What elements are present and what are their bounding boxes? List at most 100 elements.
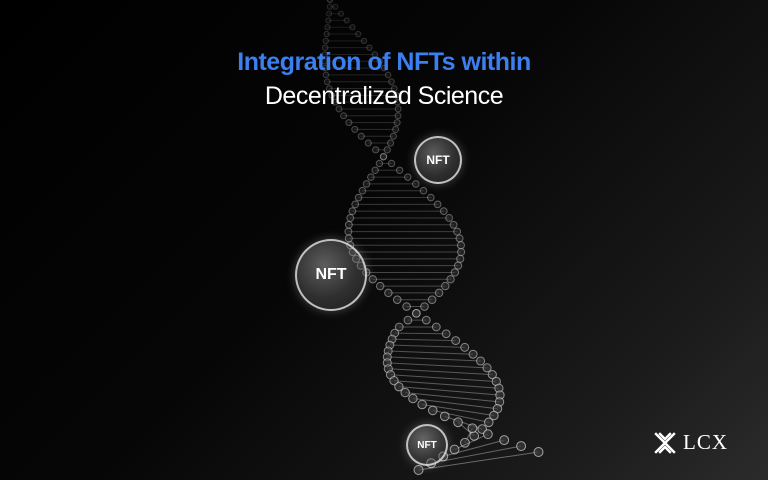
helix-bead bbox=[383, 146, 391, 154]
helix-bead bbox=[455, 234, 464, 243]
helix-bead bbox=[487, 370, 497, 380]
helix-bead bbox=[371, 166, 379, 175]
helix-bead bbox=[427, 405, 438, 416]
lcx-logo-icon bbox=[654, 431, 676, 454]
helix-bead bbox=[400, 387, 410, 398]
helix-rung bbox=[389, 344, 465, 348]
helix-bead bbox=[421, 315, 431, 325]
helix-bead bbox=[457, 247, 466, 257]
lcx-logo: LCX bbox=[653, 430, 728, 455]
helix-bead bbox=[445, 214, 454, 222]
helix-bead bbox=[460, 342, 470, 352]
helix-bead bbox=[355, 30, 362, 38]
helix-bead bbox=[460, 437, 470, 448]
helix-bead bbox=[368, 275, 378, 284]
helix-bead bbox=[450, 268, 460, 277]
helix-bead bbox=[322, 37, 329, 45]
helix-bead bbox=[431, 322, 441, 332]
helix-bead bbox=[325, 10, 333, 17]
helix-bead bbox=[345, 119, 353, 127]
helix-bead bbox=[390, 85, 398, 92]
helix-bead bbox=[384, 71, 392, 79]
helix-rung bbox=[394, 332, 447, 335]
helix-rung bbox=[405, 392, 500, 403]
helix-bead bbox=[366, 44, 373, 51]
helix-bead bbox=[360, 37, 368, 45]
helix-bead bbox=[354, 193, 363, 202]
helix-rung bbox=[390, 374, 497, 382]
helix-bead bbox=[456, 241, 465, 250]
helix-bead bbox=[441, 329, 451, 339]
helix-bead bbox=[375, 281, 385, 291]
helix-bead bbox=[451, 336, 461, 346]
helix-bead bbox=[427, 295, 437, 304]
helix-bead bbox=[393, 119, 401, 127]
helix-bead bbox=[439, 411, 450, 422]
helix-bead bbox=[413, 465, 424, 475]
helix-bead bbox=[411, 180, 420, 188]
helix-rung bbox=[388, 350, 474, 355]
helix-bead bbox=[404, 173, 412, 181]
helix-rung bbox=[412, 398, 498, 410]
helix-bead bbox=[392, 125, 400, 133]
helix-bead bbox=[394, 98, 402, 106]
helix-bead bbox=[476, 356, 486, 366]
helix-bead bbox=[324, 24, 331, 31]
helix-rung bbox=[443, 439, 505, 457]
helix-bead bbox=[321, 51, 329, 58]
helix-bead bbox=[323, 30, 330, 38]
helix-bead bbox=[344, 220, 353, 229]
helix-bead bbox=[533, 447, 544, 457]
helix-bead bbox=[499, 435, 510, 446]
helix-bead bbox=[326, 3, 333, 10]
helix-bead bbox=[419, 186, 428, 195]
helix-bead bbox=[441, 281, 450, 291]
helix-bead bbox=[408, 393, 418, 404]
helix-bead bbox=[340, 112, 348, 120]
helix-bead bbox=[328, 91, 336, 99]
helix-bead bbox=[358, 186, 367, 195]
helix-bead bbox=[394, 381, 404, 392]
helix-bead bbox=[456, 254, 465, 263]
helix-bead bbox=[420, 302, 429, 311]
helix-rung bbox=[431, 445, 522, 464]
title-line-1: Integration of NFTs within bbox=[237, 48, 531, 76]
nft-bubble: NFT bbox=[295, 239, 367, 311]
helix-bead bbox=[322, 71, 330, 79]
helix-bead bbox=[387, 159, 396, 168]
helix-rung bbox=[393, 380, 499, 389]
helix-rung bbox=[388, 368, 493, 376]
helix-rung bbox=[387, 362, 488, 369]
lcx-logo-text: LCX bbox=[683, 430, 728, 454]
helix-bead bbox=[331, 98, 339, 106]
helix-bead bbox=[323, 78, 331, 86]
helix-rung bbox=[418, 451, 539, 471]
helix-bead bbox=[321, 44, 329, 51]
helix-bead bbox=[434, 288, 444, 298]
helix-bead bbox=[325, 85, 333, 92]
helix-bead bbox=[348, 207, 357, 216]
helix-rung bbox=[398, 386, 501, 396]
helix-bead bbox=[395, 166, 404, 175]
helix-bead bbox=[392, 91, 400, 99]
helix-bead bbox=[357, 132, 365, 140]
helix-bead bbox=[375, 159, 384, 168]
helix-bead bbox=[344, 234, 353, 243]
helix-bead bbox=[449, 444, 460, 455]
helix-bead bbox=[362, 180, 371, 188]
helix-bead bbox=[489, 410, 499, 421]
helix-bead bbox=[394, 112, 402, 120]
helix-bead bbox=[516, 441, 527, 452]
helix-bead bbox=[346, 214, 355, 222]
helix-bead bbox=[453, 261, 463, 270]
helix-bead bbox=[364, 139, 372, 147]
helix-bead bbox=[371, 51, 378, 58]
nft-bubble: NFT bbox=[414, 136, 462, 184]
helix-bead bbox=[483, 417, 494, 428]
helix-bead bbox=[379, 153, 388, 161]
helix-rung bbox=[454, 433, 489, 451]
helix-bead bbox=[417, 399, 427, 410]
helix-bead bbox=[468, 349, 478, 359]
helix-bead bbox=[335, 105, 343, 113]
helix-bead bbox=[351, 200, 360, 209]
